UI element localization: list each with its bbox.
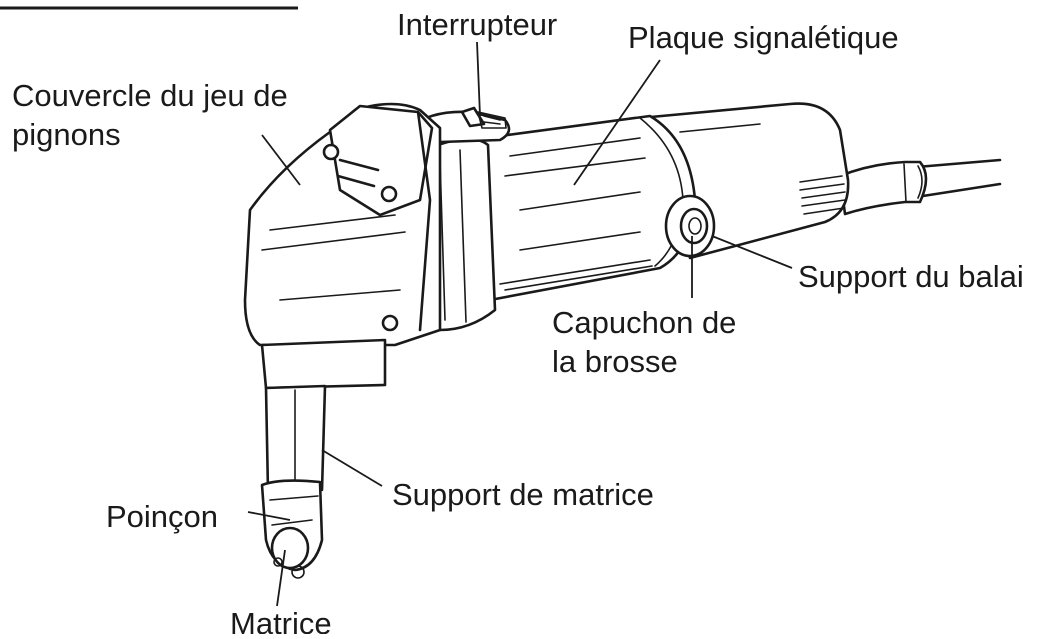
brush-holder-illustration bbox=[664, 194, 716, 258]
label-gear-cover-line1: Couvercle du jeu de bbox=[12, 78, 288, 113]
label-brush-cap-line1: Capuchon de bbox=[552, 305, 736, 340]
label-gear-cover-line2: pignons bbox=[12, 117, 121, 152]
leader-die-holder bbox=[321, 449, 383, 487]
label-die-holder: Support de matrice bbox=[392, 477, 654, 512]
label-nameplate: Plaque signalétique bbox=[628, 20, 899, 55]
label-brush-cap-line2: la brosse bbox=[552, 344, 678, 379]
leader-nameplate bbox=[573, 59, 661, 186]
nibbler-tool-illustration bbox=[243, 102, 1002, 579]
leader-switch bbox=[476, 41, 481, 117]
gear-housing bbox=[243, 102, 442, 390]
label-switch: Interrupteur bbox=[397, 7, 557, 42]
leader-die bbox=[276, 549, 286, 607]
power-cord bbox=[838, 158, 1002, 216]
leader-brush-holder bbox=[711, 235, 793, 269]
leader-punch bbox=[247, 511, 291, 521]
leader-lines bbox=[247, 41, 793, 607]
label-punch: Poinçon bbox=[106, 499, 218, 534]
label-brush-holder: Support du balai bbox=[798, 259, 1024, 294]
die-holder-illustration bbox=[260, 384, 327, 579]
label-die: Matrice bbox=[230, 606, 332, 634]
motor-housing bbox=[468, 102, 850, 302]
leader-gear-cover bbox=[261, 134, 301, 186]
callout-labels: Couvercle du jeu de pignons Interrupteur… bbox=[12, 7, 1024, 639]
